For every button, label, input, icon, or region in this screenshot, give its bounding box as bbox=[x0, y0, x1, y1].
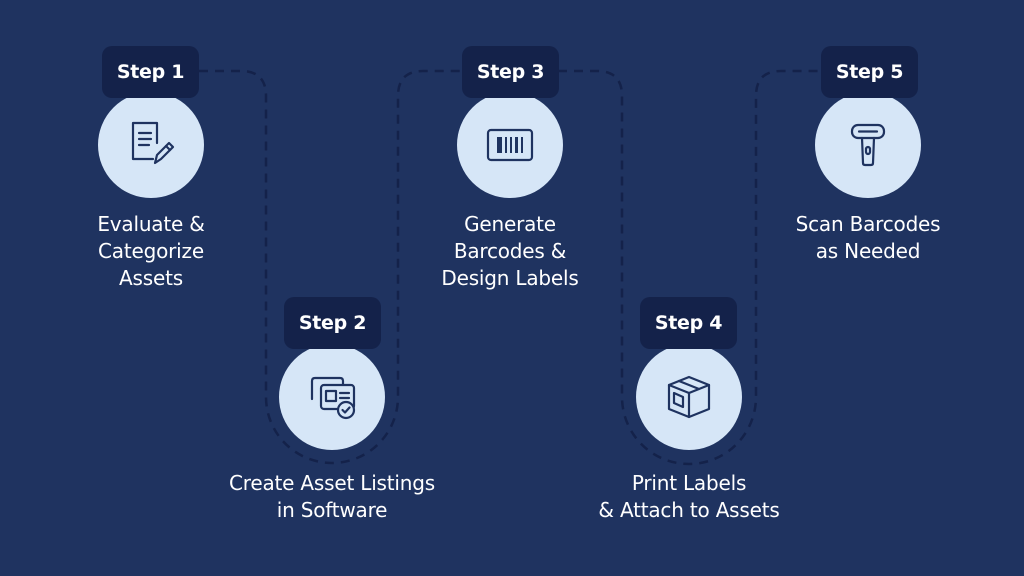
step-3-label: Generate Barcodes & Design Labels bbox=[441, 212, 579, 290]
step-2-circle bbox=[279, 344, 385, 450]
step-2-label: Create Asset Listings in Software bbox=[229, 471, 435, 522]
step-4-circle bbox=[636, 344, 742, 450]
step-5-badge: Step 5 bbox=[821, 46, 918, 98]
barcode-scanner-icon bbox=[850, 123, 886, 167]
step-3-badge: Step 3 bbox=[462, 46, 559, 98]
step-1-label: Evaluate & Categorize Assets bbox=[97, 212, 205, 290]
step-5-circle bbox=[815, 92, 921, 198]
step-2-badge: Step 2 bbox=[284, 297, 381, 349]
barcode-icon bbox=[486, 128, 534, 162]
asset-cards-check-icon bbox=[310, 376, 356, 420]
step-5-label: Scan Barcodes as Needed bbox=[795, 212, 941, 263]
step-4-label: Print Labels & Attach to Assets bbox=[598, 471, 780, 522]
document-edit-icon bbox=[131, 121, 175, 165]
labeled-box-icon bbox=[667, 375, 711, 419]
step-3-circle bbox=[457, 92, 563, 198]
step-1-circle bbox=[98, 92, 204, 198]
step-1-badge: Step 1 bbox=[102, 46, 199, 98]
step-4-badge: Step 4 bbox=[640, 297, 737, 349]
